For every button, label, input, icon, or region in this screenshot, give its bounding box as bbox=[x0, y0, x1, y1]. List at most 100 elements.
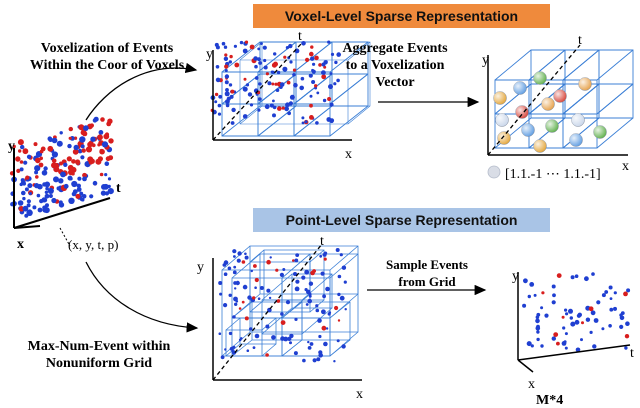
nonuniform-event-point bbox=[269, 256, 272, 259]
raw-event-point bbox=[105, 156, 111, 162]
voxel-event-point bbox=[301, 41, 306, 46]
raw-event-point bbox=[77, 148, 83, 154]
nonuniform-event-point bbox=[312, 358, 317, 363]
voxel-event-point bbox=[301, 116, 305, 120]
voxel-event-point bbox=[293, 82, 298, 88]
nonuniform-event-point bbox=[309, 342, 314, 346]
voxel-t-axis bbox=[212, 43, 302, 141]
vector-sphere-highlight bbox=[553, 89, 567, 103]
nonuniform-cell bbox=[225, 317, 277, 357]
voxel-event-point bbox=[258, 97, 262, 101]
raw-event-point bbox=[48, 137, 53, 142]
point-level-banner: Point-Level Sparse Representation bbox=[253, 208, 550, 232]
voxel-event-point bbox=[285, 46, 289, 50]
nonuniform-event-point bbox=[227, 266, 232, 271]
nonuniform-event-point bbox=[254, 286, 257, 290]
sampled-event-point bbox=[585, 317, 591, 322]
nonuniform-event-point bbox=[293, 272, 297, 276]
voxel-event-point bbox=[243, 77, 247, 81]
nonuniform-event-point bbox=[254, 277, 259, 283]
raw-event-cloud: y x t (x, y, t, p) bbox=[8, 116, 121, 252]
raw-event-point bbox=[70, 166, 77, 173]
vector-sphere-highlight bbox=[571, 113, 585, 127]
nonuniform-event-point bbox=[271, 335, 276, 340]
sampled-event-point bbox=[556, 341, 560, 346]
nonuniform-event-point bbox=[316, 357, 321, 362]
nonuniform-event-point bbox=[223, 272, 228, 277]
voxel-event-point bbox=[315, 121, 319, 125]
raw-event-point bbox=[40, 146, 46, 152]
nonuniform-event-point bbox=[266, 288, 271, 293]
voxel-event-point bbox=[215, 45, 220, 50]
raw-event-point bbox=[26, 154, 32, 159]
voxel-t-label: t bbox=[298, 29, 302, 44]
sample-t-label: t bbox=[630, 346, 634, 361]
voxel-event-point bbox=[299, 85, 305, 91]
sampled-event-point bbox=[581, 321, 584, 325]
nonuniform-event-point bbox=[294, 317, 298, 321]
raw-event-point bbox=[27, 209, 32, 213]
nonuniform-event-point bbox=[333, 360, 336, 363]
sampled-event-point bbox=[574, 319, 580, 325]
voxel-event-point bbox=[225, 99, 230, 104]
nonuniform-event-point bbox=[341, 265, 347, 270]
raw-event-point bbox=[51, 197, 57, 204]
sampled-event-point bbox=[623, 291, 628, 297]
vector-sphere-highlight bbox=[578, 77, 592, 91]
raw-event-point bbox=[17, 139, 24, 146]
voxel-event-point bbox=[288, 43, 293, 49]
voxel-event-point bbox=[272, 99, 275, 103]
raw-event-point bbox=[12, 144, 16, 149]
voxel-event-point bbox=[224, 69, 228, 72]
nonuniform-event-point bbox=[304, 288, 308, 292]
sampled-event-point bbox=[593, 318, 599, 323]
sample-caption-line2: from Grid bbox=[398, 274, 456, 289]
raw-event-point bbox=[32, 205, 37, 210]
nonuniform-event-point bbox=[343, 280, 347, 284]
sampled-event-point bbox=[564, 332, 568, 336]
nonuniform-event-point bbox=[244, 252, 247, 256]
voxel-event-point bbox=[271, 82, 275, 86]
voxel-event-point bbox=[275, 88, 280, 92]
voxel-event-point bbox=[272, 105, 277, 110]
sampled-points-plot: y x t M*4 bbox=[512, 269, 634, 408]
voxel-event-point bbox=[224, 64, 229, 69]
voxel-event-point bbox=[221, 41, 226, 46]
sampled-event-point bbox=[551, 284, 556, 289]
sampled-event-point bbox=[523, 278, 528, 284]
nonuniform-event-point bbox=[328, 311, 332, 314]
nonuniform-event-point bbox=[238, 307, 242, 310]
voxel-event-point bbox=[223, 56, 229, 61]
raw-event-point bbox=[67, 143, 72, 149]
nonuniform-event-point bbox=[228, 293, 232, 297]
raw-event-point bbox=[33, 142, 38, 147]
vector-y-label: y bbox=[482, 53, 489, 68]
raw-event-point bbox=[51, 137, 58, 144]
nonuniform-event-point bbox=[259, 286, 264, 290]
voxel-event-point bbox=[287, 111, 291, 116]
raw-event-point bbox=[79, 136, 86, 143]
nonuniform-event-point bbox=[322, 294, 326, 299]
sample-x-label: x bbox=[528, 377, 535, 392]
sampled-event-point bbox=[564, 308, 568, 312]
voxel-event-point bbox=[215, 65, 220, 69]
m4-label: M*4 bbox=[536, 393, 563, 408]
voxel-event-point bbox=[214, 100, 218, 104]
nonuniform-event-point bbox=[301, 275, 306, 280]
raw-event-point bbox=[63, 183, 69, 189]
nonuniform-y-label: y bbox=[197, 260, 204, 275]
raw-event-point bbox=[58, 178, 64, 184]
nonuniform-event-point bbox=[325, 286, 330, 292]
voxel-event-point bbox=[234, 62, 240, 68]
aggregate-caption: Aggregate Events to a Voxelization Vecto… bbox=[330, 40, 460, 91]
voxel-event-point bbox=[263, 58, 267, 63]
nonuniform-event-point bbox=[325, 327, 329, 330]
voxel-event-point bbox=[304, 120, 308, 124]
voxelization-caption-line1: Voxelization of Events bbox=[40, 41, 174, 56]
sampled-event-point bbox=[591, 272, 595, 276]
nonuniform-event-point bbox=[231, 350, 235, 354]
raw-t-label: t bbox=[116, 181, 121, 196]
nonuniform-grid-cube: y x t bbox=[197, 234, 363, 402]
voxel-event-point bbox=[312, 62, 316, 66]
nonuniform-event-point bbox=[315, 308, 320, 313]
